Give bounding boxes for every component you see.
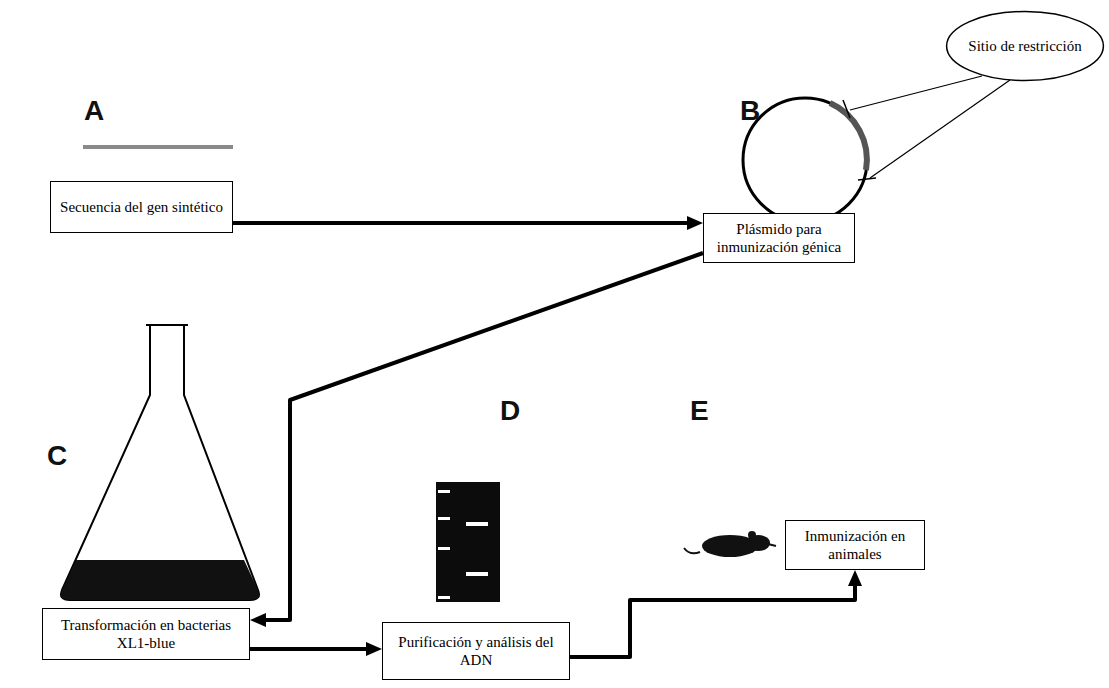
arrow-head xyxy=(250,613,266,627)
box-label: Secuencia del gen sintético xyxy=(60,198,223,216)
process-arrow xyxy=(250,647,368,651)
process-arrow xyxy=(570,584,855,657)
box-label: Sitio de restricción xyxy=(968,37,1081,55)
process-box: Inmunización en animales xyxy=(785,520,925,570)
step-letter: B xyxy=(740,95,760,127)
process-box: Plásmido para inmunización génica xyxy=(703,213,855,263)
box-label: Transformación en bacterias XL1-blue xyxy=(51,616,241,652)
gel-illustration xyxy=(436,482,500,602)
box-label: Purificación y análisis del ADN xyxy=(391,633,561,669)
mouse-illustration xyxy=(684,531,776,557)
process-box: Secuencia del gen sintético xyxy=(50,181,233,233)
step-letter: C xyxy=(47,440,67,472)
step-letter: A xyxy=(84,95,104,127)
plasmid-circle xyxy=(743,98,876,222)
arrow-head xyxy=(687,216,703,230)
box-label: Plásmido para inmunización génica xyxy=(712,220,846,256)
leader-line xyxy=(870,80,1010,178)
arrow-head xyxy=(366,642,382,656)
callout-ellipse: Sitio de restricción xyxy=(945,10,1105,82)
process-box: Purificación y análisis del ADN xyxy=(382,622,570,680)
arrow-head xyxy=(848,570,862,586)
leader-line xyxy=(850,76,982,110)
step-letter: E xyxy=(690,395,709,427)
process-box: Transformación en bacterias XL1-blue xyxy=(42,608,250,660)
step-letter: D xyxy=(500,395,520,427)
gene-sequence-line xyxy=(83,145,233,149)
process-arrow xyxy=(233,221,689,225)
process-arrow xyxy=(264,253,703,620)
flask-illustration xyxy=(61,325,259,600)
box-label: Inmunización en animales xyxy=(794,527,916,563)
